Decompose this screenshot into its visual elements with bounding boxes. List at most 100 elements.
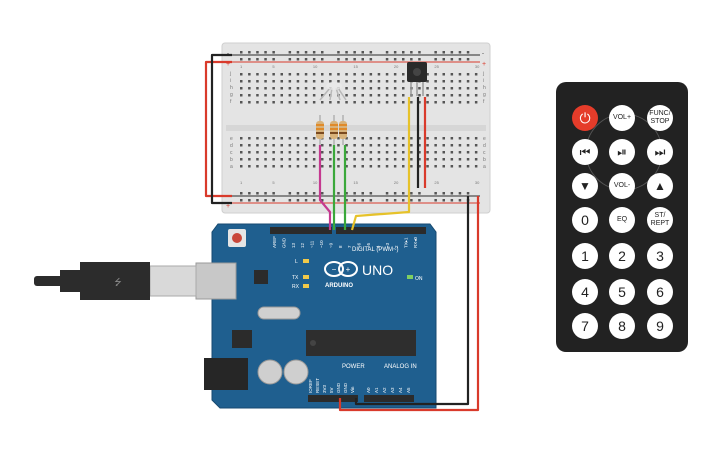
breadboard-hole bbox=[434, 73, 437, 76]
nine-button[interactable]: 9 bbox=[647, 313, 673, 339]
next-button[interactable]: ⏭ bbox=[647, 139, 673, 165]
breadboard-hole bbox=[377, 144, 381, 147]
zero-button-label: 0 bbox=[581, 212, 589, 228]
breadboard-hole bbox=[434, 94, 437, 97]
reset-button-cap[interactable] bbox=[232, 233, 242, 243]
breadboard-hole bbox=[434, 137, 437, 140]
four-button[interactable]: 4 bbox=[572, 279, 598, 305]
breadboard-hole bbox=[361, 158, 364, 161]
power-button[interactable]: ⏻ bbox=[572, 105, 598, 131]
breadboard-hole bbox=[393, 192, 397, 195]
st-rept-button-label: ST/ REPT bbox=[650, 212, 670, 227]
breadboard-hole bbox=[450, 165, 454, 168]
breadboard-hole bbox=[393, 101, 397, 104]
eight-button[interactable]: 8 bbox=[609, 313, 635, 339]
breadboard-hole bbox=[466, 94, 470, 97]
st-rept-button[interactable]: ST/ REPT bbox=[647, 207, 673, 233]
breadboard-hole bbox=[450, 51, 454, 54]
vol-up-button[interactable]: VOL+ bbox=[609, 105, 635, 131]
on-led-label: ON bbox=[415, 276, 423, 282]
breadboard-hole bbox=[442, 192, 445, 195]
breadboard-row-letter: i bbox=[483, 78, 484, 84]
breadboard-hole bbox=[312, 94, 316, 97]
vol-down-button[interactable]: VOL- bbox=[609, 173, 635, 199]
pin-label: A3 bbox=[390, 387, 395, 393]
func-stop-button[interactable]: FUNC/ STOP bbox=[647, 105, 673, 131]
breadboard-row-letter: g bbox=[483, 92, 486, 98]
breadboard-hole bbox=[345, 87, 348, 90]
down-button[interactable]: ▼ bbox=[572, 173, 598, 199]
breadboard-hole bbox=[442, 199, 445, 202]
six-button[interactable]: 6 bbox=[647, 279, 673, 305]
breadboard-hole bbox=[393, 73, 397, 76]
breadboard-hole bbox=[304, 73, 308, 76]
led-tx bbox=[303, 275, 309, 279]
prev-button[interactable]: ⏮ bbox=[572, 139, 598, 165]
pin-label: Vin bbox=[350, 386, 355, 393]
breadboard-hole bbox=[256, 101, 259, 104]
breadboard-hole bbox=[385, 199, 389, 202]
five-button[interactable]: 5 bbox=[609, 279, 635, 305]
three-button[interactable]: 3 bbox=[647, 243, 673, 269]
breadboard-hole bbox=[377, 165, 381, 168]
breadboard-column-number: 1 bbox=[240, 64, 243, 69]
breadboard-hole bbox=[442, 144, 445, 147]
breadboard-hole bbox=[240, 94, 243, 97]
play-pause-button[interactable]: ⏯ bbox=[609, 139, 635, 165]
pin-label: GND bbox=[336, 382, 341, 393]
breadboard-hole bbox=[402, 158, 405, 161]
two-button[interactable]: 2 bbox=[609, 243, 635, 269]
breadboard-hole bbox=[248, 101, 251, 104]
vol-up-button-label: VOL+ bbox=[612, 114, 632, 121]
breadboard-hole bbox=[474, 144, 478, 147]
breadboard-hole bbox=[458, 151, 462, 154]
breadboard-hole bbox=[402, 80, 405, 83]
breadboard-hole bbox=[353, 158, 356, 161]
breadboard-hole bbox=[442, 87, 445, 90]
breadboard-row-letter: c bbox=[230, 150, 233, 156]
breadboard-hole bbox=[353, 94, 356, 97]
breadboard-hole bbox=[442, 51, 445, 54]
seven-button[interactable]: 7 bbox=[572, 313, 598, 339]
breadboard-hole bbox=[280, 151, 283, 154]
breadboard-hole bbox=[345, 137, 348, 140]
breadboard-column-number: 15 bbox=[353, 180, 358, 185]
six-button-label: 6 bbox=[656, 284, 664, 300]
breadboard-hole bbox=[280, 158, 283, 161]
led-on bbox=[407, 275, 413, 279]
breadboard-hole bbox=[296, 144, 300, 147]
breadboard-hole bbox=[393, 80, 397, 83]
breadboard-row-letter: f bbox=[483, 99, 485, 105]
pin-label: A5 bbox=[406, 387, 411, 393]
pin-label: 12 bbox=[300, 242, 305, 248]
breadboard-hole bbox=[434, 58, 437, 61]
breadboard-column-number: 20 bbox=[394, 64, 399, 69]
breadboard-hole bbox=[410, 199, 413, 202]
breadboard-row-letter: d bbox=[483, 143, 486, 149]
breadboard-hole bbox=[442, 158, 445, 161]
one-button[interactable]: 1 bbox=[572, 243, 598, 269]
breadboard-hole bbox=[402, 94, 405, 97]
breadboard-hole bbox=[434, 87, 437, 90]
breadboard-hole bbox=[256, 58, 259, 61]
breadboard-hole bbox=[418, 58, 421, 61]
breadboard-hole bbox=[369, 151, 373, 154]
breadboard-hole bbox=[410, 151, 413, 154]
breadboard-row-letter: d bbox=[230, 143, 233, 149]
zero-button[interactable]: 0 bbox=[572, 207, 598, 233]
eq-button[interactable]: EQ bbox=[609, 207, 635, 233]
breadboard-hole bbox=[304, 58, 308, 61]
up-button[interactable]: ▲ bbox=[647, 173, 673, 199]
breadboard-column-number: 30 bbox=[475, 180, 480, 185]
eight-button-label: 8 bbox=[618, 318, 626, 334]
breadboard-hole bbox=[442, 58, 445, 61]
breadboard-hole bbox=[248, 58, 251, 61]
breadboard-hole bbox=[353, 58, 356, 61]
breadboard-hole bbox=[337, 192, 340, 195]
breadboard-hole bbox=[402, 199, 405, 202]
breadboard-hole bbox=[288, 144, 292, 147]
led-tx-label: TX bbox=[292, 275, 299, 281]
breadboard-hole bbox=[426, 144, 429, 147]
breadboard-hole bbox=[466, 151, 470, 154]
